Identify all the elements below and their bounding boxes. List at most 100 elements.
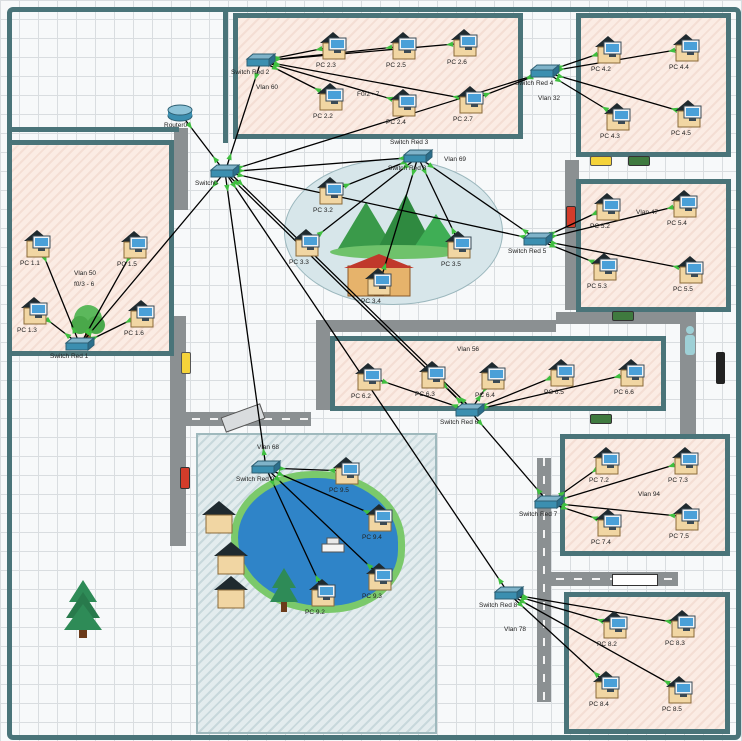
- link-sw9-pc9_3[interactable]: [265, 467, 382, 578]
- pc-pc7-4[interactable]: PC 7.4: [591, 507, 627, 546]
- zone-bottom-right: [564, 592, 730, 734]
- link-sw5-pc5_5[interactable]: [537, 239, 693, 271]
- pc-house-icon: [664, 676, 698, 710]
- pc-pc4-5[interactable]: PC 4.5: [671, 98, 707, 137]
- pc-pc6-3[interactable]: PC 6.3: [415, 359, 451, 398]
- pc-pc8-2[interactable]: PC 8.2: [597, 609, 633, 648]
- switch-sw1[interactable]: Switch Red 1: [50, 336, 96, 360]
- pine-tree-icon: [270, 568, 298, 612]
- link-sw9-pc9_4[interactable]: [265, 467, 382, 519]
- pc-pc2-3[interactable]: PC 2.3: [316, 30, 352, 69]
- truck-icon: [612, 574, 658, 586]
- pc-pc5-4[interactable]: PC 5.4: [667, 188, 703, 227]
- zone-right-lower: [560, 434, 730, 556]
- switch-sw6[interactable]: Switch Red 6: [440, 402, 486, 426]
- pc-pc2-7[interactable]: PC 2.7: [453, 84, 489, 123]
- pc-pc2-6[interactable]: PC 2.6: [447, 27, 483, 66]
- link-sw2-pc2_6[interactable]: [260, 42, 467, 62]
- link-sw5-pc5_4[interactable]: [537, 203, 687, 241]
- switch-sw7[interactable]: Switch Red 7: [519, 494, 565, 518]
- link-sw7-pc7_3[interactable]: [548, 460, 688, 504]
- pc-pc5-5[interactable]: PC 5.5: [673, 254, 709, 293]
- pc-pc1-5[interactable]: PC 1.5: [117, 229, 153, 268]
- link-sw2-pc2_7[interactable]: [260, 60, 473, 101]
- link-sw3-sw5[interactable]: [417, 156, 539, 241]
- link-sw9-pc9_2[interactable]: [265, 467, 325, 594]
- pc-pc7-3[interactable]: PC 7.3: [668, 445, 704, 484]
- link-sw6-sw7[interactable]: [469, 410, 550, 504]
- switch-sw5[interactable]: Switch Red 5: [508, 231, 554, 255]
- link-router-sw_core[interactable]: [179, 112, 226, 173]
- road-bottom-left-curve: [170, 408, 186, 546]
- link-sw8-pc8_4[interactable]: [508, 593, 609, 686]
- pc-pc5-2[interactable]: PC 5.2: [590, 191, 626, 230]
- link-sw_core-sw5[interactable]: [224, 171, 539, 241]
- pc-pc3-4[interactable]: PC 3.4: [361, 266, 397, 305]
- pc-pc6-5[interactable]: PC 6.5: [544, 357, 580, 396]
- link-sw2-pc2_4[interactable]: [260, 60, 406, 104]
- link-sw4-pc4_5[interactable]: [544, 71, 691, 115]
- pc-pc6-6[interactable]: PC 6.6: [614, 357, 650, 396]
- car-icon: [612, 311, 634, 321]
- pc-pc9-2[interactable]: PC 9.2: [305, 577, 341, 616]
- pc-pc2-2[interactable]: PC 2.2: [313, 81, 349, 120]
- pc-pc8-3[interactable]: PC 8.3: [665, 608, 701, 647]
- pc-pc6-2[interactable]: PC 6.2: [351, 361, 387, 400]
- pc-pc7-2[interactable]: PC 7.2: [589, 445, 625, 484]
- pc-pc1-6[interactable]: PC 1.6: [124, 298, 160, 337]
- pc-pc9-4[interactable]: PC 9.4: [362, 502, 398, 541]
- device-label: PC 3.4: [361, 298, 381, 305]
- link-sw_core-sw3[interactable]: [224, 156, 419, 173]
- switch-icon: [493, 585, 525, 606]
- device-label: PC 7.2: [589, 477, 609, 484]
- pc-pc3-5[interactable]: PC 3.5: [441, 229, 477, 268]
- pc-pc2-4[interactable]: PC 2.4: [386, 87, 422, 126]
- pc-pc5-3[interactable]: PC 5.3: [587, 251, 623, 290]
- pc-house-icon: [364, 563, 398, 597]
- link-status-marker: [455, 396, 463, 404]
- pc-pc4-3[interactable]: PC 4.3: [600, 101, 636, 140]
- link-sw_core-sw4[interactable]: [224, 71, 546, 173]
- pc-pc3-3[interactable]: PC 3.3: [289, 227, 325, 266]
- pc-house-icon: [388, 32, 422, 66]
- pc-pc6-4[interactable]: PC 6.4: [475, 360, 511, 399]
- car-icon: [566, 206, 576, 228]
- pc-pc1-1[interactable]: PC 1.1: [20, 228, 56, 267]
- link-sw_core-sw9[interactable]: [224, 171, 267, 469]
- pc-pc9-5[interactable]: PC 9.5: [329, 455, 365, 494]
- pc-pc7-5[interactable]: PC 7.5: [669, 501, 705, 540]
- device-label: PC 3.3: [289, 259, 309, 266]
- pc-pc8-5[interactable]: PC 8.5: [662, 674, 698, 713]
- switch-sw9[interactable]: Switch Red 9: [236, 459, 282, 483]
- device-label: PC 6.5: [544, 389, 564, 396]
- switch-sw4[interactable]: Switch Red 4: [515, 63, 561, 87]
- pc-pc2-5[interactable]: PC 2.5: [386, 30, 422, 69]
- link-sw8-pc8_5[interactable]: [508, 593, 682, 691]
- link-sw_core-sw1[interactable]: [79, 171, 226, 346]
- pc-pc3-2[interactable]: PC 3.2: [313, 175, 349, 214]
- router-router[interactable]: Router0: [164, 104, 194, 129]
- link-status-marker: [497, 577, 504, 585]
- pc-house-icon: [477, 362, 511, 396]
- link-sw3-pc3_3[interactable]: [307, 156, 419, 244]
- link-status-marker: [535, 487, 543, 495]
- link-status-marker: [521, 593, 529, 599]
- device-label: PC 2.4: [386, 119, 406, 126]
- pc-pc9-3[interactable]: PC 9.3: [362, 561, 398, 600]
- switch-sw8[interactable]: Switch Red 8: [479, 585, 525, 609]
- link-sw6-pc6_6[interactable]: [469, 372, 634, 412]
- switch-icon: [529, 63, 561, 84]
- switch-sw2[interactable]: Switch Red 2: [231, 52, 277, 76]
- link-sw7-pc7_5[interactable]: [548, 502, 689, 518]
- pc-pc8-4[interactable]: PC 8.4: [589, 669, 625, 708]
- switch-sw-core[interactable]: Switch0: [195, 163, 241, 187]
- device-label: Switch Red 1: [50, 353, 89, 360]
- pc-pc4-4[interactable]: PC 4.4: [669, 32, 705, 71]
- pc-pc1-3[interactable]: PC 1.3: [17, 295, 53, 334]
- pc-pc4-2[interactable]: PC 4.2: [591, 34, 627, 73]
- inner-frame-vertical: [223, 7, 228, 143]
- link-sw8-pc8_3[interactable]: [508, 593, 685, 625]
- link-sw3-pc3_4[interactable]: [379, 156, 419, 283]
